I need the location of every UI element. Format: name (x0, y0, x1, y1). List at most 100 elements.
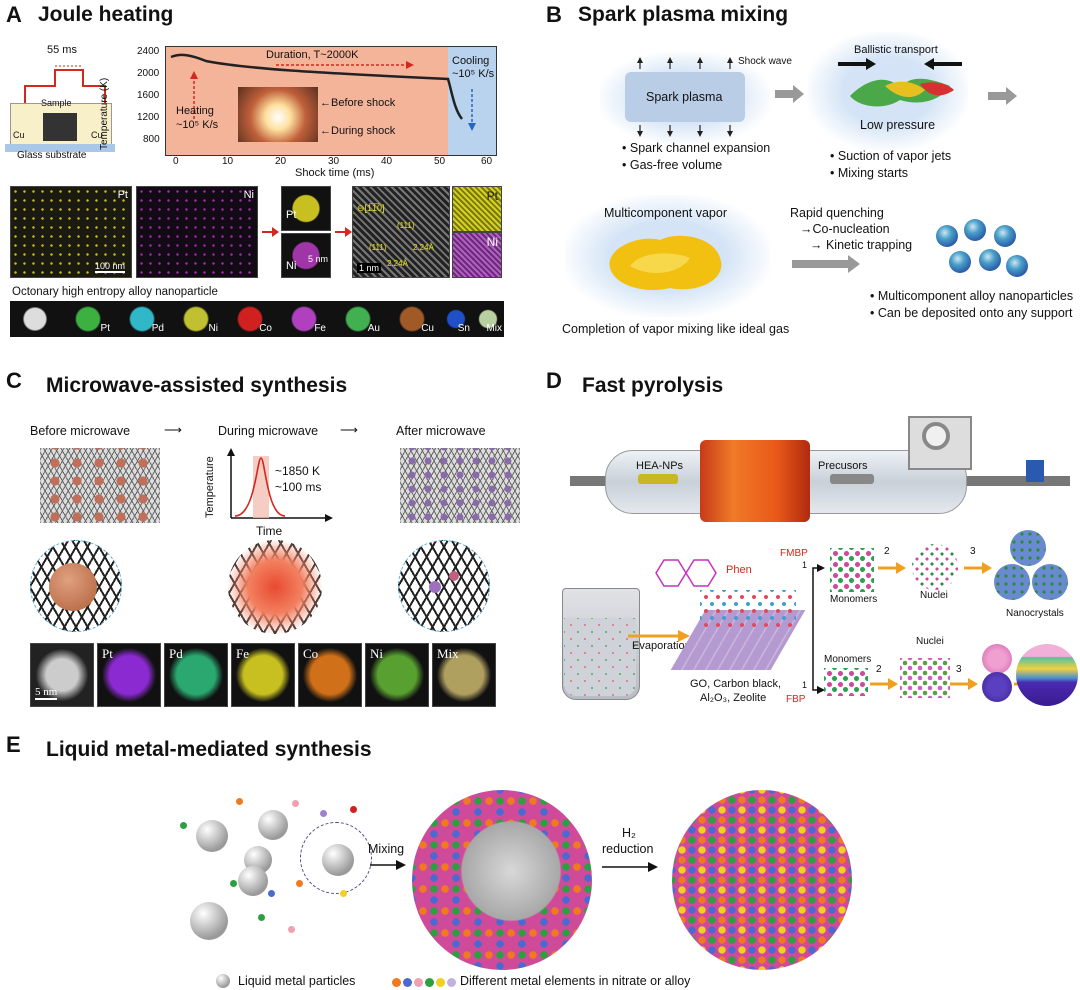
el-tile-pt: Pt (63, 303, 113, 335)
substrate-bar (5, 144, 115, 152)
el-label-mix: Mix (486, 323, 502, 334)
el-label-fe: Fe (314, 323, 326, 334)
temperature-pulse-plot (227, 448, 333, 522)
rapid-label: Rapid quenching (790, 206, 884, 220)
mixing-bullet-2: • Mixing starts (830, 166, 909, 180)
hr-scale: 1 nm (357, 263, 382, 273)
right-ni-label: Ni (486, 235, 498, 249)
core-shell-pink (982, 644, 1012, 674)
evaporation-arrow (628, 630, 690, 642)
small-ni-image: Ni 5 nm (281, 233, 331, 278)
during-shock-label: ←During shock (320, 125, 396, 137)
ion-dot-3 (292, 800, 299, 807)
ion-dot-1 (180, 822, 187, 829)
step-top-1: 1 (802, 560, 808, 570)
c-tile-mix: Mix (432, 643, 496, 707)
before-label: Before microwave (30, 424, 131, 438)
octonary-label: Octonary high entropy alloy nanoparticle (12, 286, 218, 298)
element-strip: Pt Pd Ni Co Fe Au Cu Sn Mix (10, 301, 504, 337)
graphene-after (400, 448, 520, 523)
heating-label-2: ~10⁵ K/s (176, 119, 219, 131)
right-ni-image: Ni (452, 232, 502, 278)
phen-molecule (655, 559, 717, 587)
legend-lm-icon (216, 974, 230, 988)
el-tile-sn: Sn (441, 303, 471, 335)
precursor-boat (830, 474, 874, 484)
el-label-ni: Ni (208, 323, 218, 334)
legend-dot-yellow (436, 978, 445, 987)
cooling-label-2: ~10⁵ K/s (452, 68, 495, 80)
panel-b-title: Spark plasma mixing (578, 3, 789, 26)
cooling-label-1: Cooling (452, 55, 490, 67)
panel-d-letter: D (546, 368, 562, 393)
lm-droplet-2 (258, 810, 288, 840)
arrow-d-b3 (950, 678, 978, 690)
small-pt-image: Pt (281, 186, 331, 231)
sample-block (43, 113, 77, 141)
arrow-c-1: ⟶ (164, 423, 182, 437)
graphene-before (40, 448, 160, 523)
ytick-1: 2000 (137, 68, 160, 79)
ytick-4: 800 (143, 134, 160, 145)
ion-dot-11 (350, 806, 357, 813)
zoom-before (30, 540, 122, 632)
conuc-label: →Co-nucleation (800, 222, 890, 236)
sample-label: Sample (41, 98, 72, 108)
panel-b-letter: B (546, 2, 562, 27)
lm-dashed-circle (300, 822, 372, 894)
spark-bullets: • Spark channel expansion • Gas-free vol… (622, 140, 770, 174)
fmbp-label: FMBP (780, 548, 808, 559)
monomers-label-bot: Monomers (824, 654, 872, 665)
scale-100nm: 100 nm (94, 261, 125, 273)
support-pillars (700, 590, 796, 630)
spark-bullet-1: • Spark channel expansion (622, 141, 771, 155)
lm-droplet-4 (238, 866, 268, 896)
xtick-6: 60 (481, 156, 493, 167)
el-label-au: Au (367, 323, 380, 334)
panel-c: C Microwave-assisted synthesis Before mi… (0, 368, 540, 720)
reduction-arrow (602, 862, 658, 872)
ion-dot-7 (258, 914, 265, 921)
hr-plane-1: (111) (397, 221, 415, 230)
alloy-bullets: • Multicomponent alloy nanoparticles • C… (870, 288, 1073, 322)
hrtem-image: ⊖[1̅1̅0] (111) (111) 2.24Å 2.24Å 1 nm (352, 186, 450, 278)
reduction-label: reduction (602, 842, 654, 856)
panel-e-letter: E (6, 732, 21, 757)
monomers-label-top: Monomers (830, 594, 878, 605)
small-ni-label: Ni (286, 260, 297, 272)
step-bot-1: 1 (802, 680, 808, 690)
ion-dot-4 (230, 880, 237, 887)
arrow-1 (775, 85, 804, 103)
vapor-cloud (609, 235, 722, 290)
duration-label: Duration, T~2000K (266, 49, 359, 61)
panel-d: D Fast pyrolysis HEA-NPs Precusors Evapo… (540, 368, 1080, 720)
zoom-after-atom-2 (449, 571, 459, 581)
c-tile-fe: Fe (231, 643, 295, 707)
legend-dot-orange (392, 978, 401, 987)
supports-label-1: GO, Carbon black, (690, 678, 782, 690)
time-axis-label: Time (256, 524, 283, 538)
final-particle (1016, 644, 1078, 706)
ballistic-jets (838, 58, 962, 107)
time-100ms-label: ~100 ms (275, 480, 322, 494)
arrow-2 (988, 87, 1017, 105)
map-arrow (262, 227, 279, 237)
el-label-pd: Pd (151, 323, 164, 334)
precursors-label: Precusors (818, 460, 868, 472)
panel-d-title: Fast pyrolysis (582, 374, 724, 397)
ballistic-label: Ballistic transport (854, 44, 938, 56)
nuclei-grid-bot (900, 658, 950, 698)
el-label-pt: Pt (100, 323, 110, 334)
alloy-bullet-1: • Multicomponent alloy nanoparticles (870, 289, 1074, 303)
slider-block (1026, 460, 1044, 482)
pathway-bracket (812, 564, 825, 694)
mixing-label: Mixing (368, 842, 405, 856)
ion-dot-9 (340, 890, 347, 897)
c-tile-co: Co (298, 643, 362, 707)
step-top-2: 2 (884, 546, 890, 557)
zoom-after (398, 540, 490, 632)
pt-map-label: Pt (117, 189, 128, 201)
nuclei-label-top: Nuclei (920, 590, 948, 601)
ni-map-image: Ni (136, 186, 258, 278)
cu-right-label: Cu (91, 130, 103, 140)
